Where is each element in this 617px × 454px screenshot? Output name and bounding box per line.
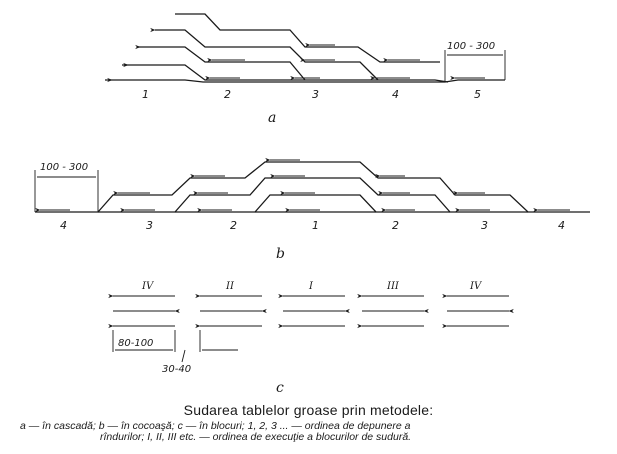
hump-bead-layer-2 [98,177,528,213]
cascade-pass-number: 3 [312,88,319,101]
hump-pass-number: 2 [230,219,237,232]
diagram-a-cascade: 100 - 300 1 2 3 4 5 a [105,13,506,126]
cascade-dimension-label: 100 - 300 [447,41,495,52]
block-dimension-label: 80-100 [118,338,153,349]
block-ii: II [195,281,267,329]
legend-line: a — în cascadă; b — în cocoaşă; c — în b… [20,420,411,432]
cascade-bead-layer-1 [105,79,505,83]
diagram-c-sublabel: c [276,380,284,396]
hump-pass-number: 1 [312,219,319,232]
block-label: II [225,281,235,292]
cascade-pass-number: 2 [224,88,231,101]
hump-pass-number: 3 [481,219,488,232]
diagram-b-hump: 100 - 300 4 3 2 1 2 3 4 b [34,157,590,262]
block-iv-left: IV [108,281,180,329]
block-label: IV [469,281,483,292]
hump-bead-layer-3 [175,194,450,213]
block-iii: III [357,281,429,329]
figure-caption-legend: a — în cascadă; b — în cocoaşă; c — în b… [20,421,610,443]
block-label: I [308,281,314,292]
block-label: IV [141,281,155,292]
hump-pass-number: 4 [60,219,67,232]
block-label: III [386,281,400,292]
cascade-bead-layer-5 [175,13,440,63]
hump-bead-layer-base [35,161,590,213]
cascade-bead-layer-3 [138,46,306,81]
cascade-pass-number: 5 [474,88,481,101]
hump-pass-number: 3 [146,219,153,232]
figure-caption-title: Sudarea tablelor groase prin metodele: [183,402,434,418]
legend-line: rîndurilor; I, II, III etc. — ordinea de… [100,431,412,443]
gap-leader-line [181,349,186,363]
block-i: I [278,281,350,329]
block-iv-right: IV [442,281,514,329]
gap-dimension-label: 30-40 [162,364,191,375]
cascade-pass-number: 1 [142,88,149,101]
diagram-c-blocks: IV II I III IV [108,281,514,396]
diagram-b-sublabel: b [276,246,285,262]
cascade-pass-number: 4 [392,88,399,101]
cascade-bead-layer-4 [155,29,379,81]
hump-pass-number: 2 [392,219,399,232]
diagram-a-sublabel: a [268,110,276,126]
hump-dimension-label: 100 - 300 [40,162,88,173]
hump-pass-number: 4 [558,219,565,232]
